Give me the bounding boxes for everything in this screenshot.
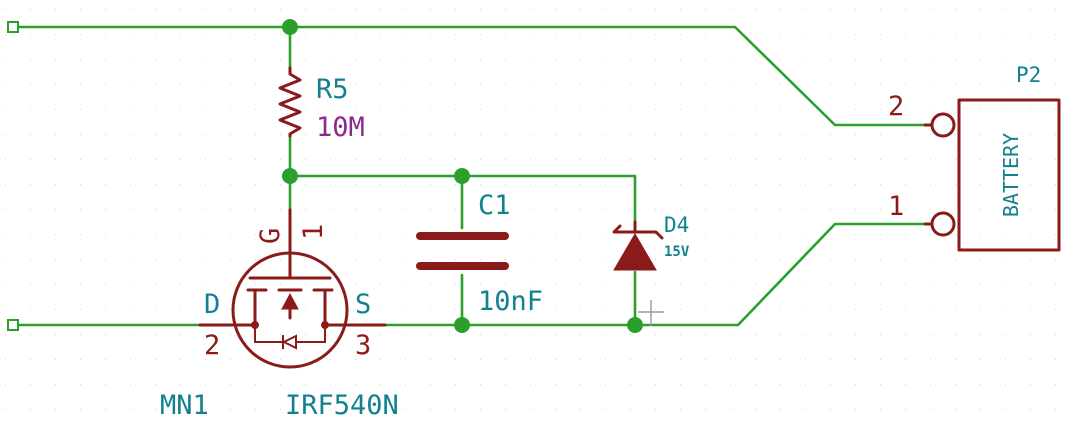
capacitor-value-label: 10nF [478, 286, 543, 317]
mosfet-gate-pin-num: 1 [298, 224, 329, 240]
junction-gate[interactable] [282, 168, 298, 184]
zener-bar-icon [612, 224, 664, 240]
gate-node-wire[interactable] [288, 174, 637, 224]
capacitor-c1[interactable] [416, 232, 509, 270]
cursor-crosshair-icon [638, 300, 664, 326]
mosfet-value-label: IRF540N [285, 390, 399, 421]
mosfet-mn1[interactable] [198, 208, 387, 369]
connector-body [957, 98, 1061, 252]
mosfet-drain-pin-num: 2 [204, 330, 220, 361]
connector-battery-label: BATTERY [999, 133, 1023, 217]
junction-cap-bottom[interactable] [454, 317, 470, 333]
resistor-r5[interactable] [278, 66, 302, 138]
source-rail-wire[interactable] [383, 222, 927, 327]
connector-pin2-circle [930, 112, 956, 138]
connector-pin1-circle [930, 211, 956, 237]
wires [16, 25, 927, 327]
junctions [282, 19, 643, 333]
port-top-terminal[interactable] [7, 21, 19, 33]
top-rail-wire[interactable] [16, 25, 927, 127]
capacitor-ref-label: C1 [478, 190, 511, 221]
junction-zener-bottom[interactable] [627, 317, 643, 333]
resistor-zigzag-icon [278, 66, 302, 138]
connector-pin1-label: 1 [888, 191, 904, 222]
resistor-ref-label: R5 [316, 74, 349, 105]
mosfet-source-pin-name: S [355, 289, 371, 320]
resistor-value-label: 10M [316, 112, 365, 143]
junction-top[interactable] [282, 19, 298, 35]
junction-cap-top[interactable] [454, 168, 470, 184]
mosfet-drain-pin-name: D [204, 289, 220, 320]
connector-pin2-label: 2 [888, 91, 904, 122]
connector-p2[interactable] [923, 98, 1061, 252]
connector-ref-label: P2 [1016, 63, 1041, 87]
mosfet-source-pin-num: 3 [355, 330, 371, 361]
port-bottom-terminal[interactable] [7, 319, 19, 331]
zener-value-label: 15V [664, 244, 690, 260]
mosfet-gate-pin-name: G [255, 228, 286, 244]
zener-d4[interactable] [612, 220, 664, 271]
mosfet-ref-label: MN1 [160, 390, 209, 421]
zener-ref-label: D4 [664, 213, 689, 237]
zener-triangle-icon [613, 233, 657, 271]
mosfet-body-diode-icon [281, 334, 297, 350]
